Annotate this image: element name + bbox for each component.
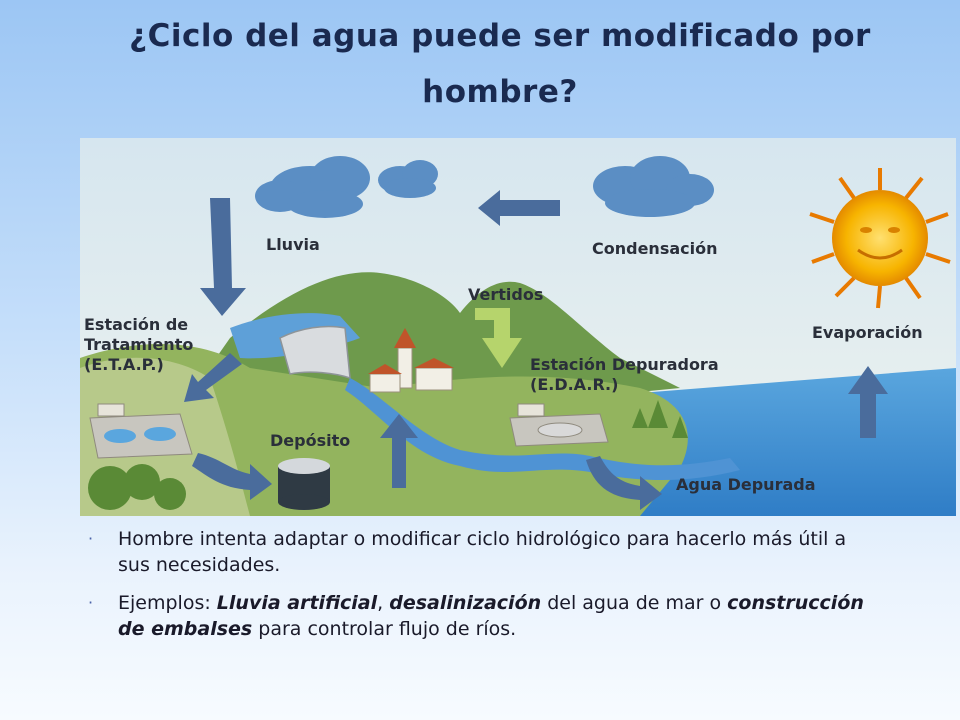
cloud-middle [378,160,438,198]
bullet-2-prefix: Ejemplos: [118,592,217,614]
label-deposito: Depósito [270,431,350,450]
flow-arrows [184,190,888,510]
dam [279,325,351,380]
label-agua-depurada: Agua Depurada [676,475,816,494]
evaporation-arrow [848,366,888,438]
discharge-arrow [475,308,522,368]
bullet-2-separator: , [377,592,390,614]
deposit-arrow [192,453,272,500]
bullet-marker: · [88,593,94,612]
water-cycle-diagram: Lluvia Condensación Vertidos Evaporación… [80,138,956,516]
bullet-1-text: Hombre intenta adaptar o modificar ciclo… [118,528,847,576]
sun-icon [809,168,951,309]
etap-arrow [184,353,242,402]
etap-plant [89,403,193,459]
label-evaporacion: Evaporación [812,323,923,342]
trees [88,400,688,510]
bullet-list: · Hombre intenta adaptar o modificar cic… [88,526,868,654]
condensation-arrow [478,190,560,226]
label-etap-line1: Estación de [84,315,188,334]
bullet-2-middle: del agua de mar o [541,592,728,614]
bullet-item-2: · Ejemplos: Lluvia artificial, desaliniz… [88,590,868,642]
bullet-marker: · [88,529,94,548]
bullet-item-1: · Hombre intenta adaptar o modificar cic… [88,526,868,578]
treated-water-arrow [586,456,662,510]
river [345,378,740,481]
label-vertidos: Vertidos [468,285,543,304]
term-lluvia-artificial: Lluvia artificial [216,592,378,614]
term-desalinizacion: desalinización [389,592,542,614]
rain-arrow [200,198,246,316]
label-etap-line2: Tratamiento [84,335,193,354]
supply-arrow [380,414,418,488]
term-construccion-embalses: construcción de embalses [118,592,864,640]
label-edar-line2: (E.D.A.R.) [530,375,618,394]
cloud-right [593,156,714,217]
village [368,328,454,393]
water-cycle-illustration: Lluvia Condensación Vertidos Evaporación… [80,138,956,516]
slide-title: ¿Ciclo del agua puede ser modificado por… [129,18,871,110]
label-etap-line3: (E.T.A.P.) [84,355,164,374]
edar-plant [509,403,609,447]
label-edar-line1: Estación Depuradora [530,355,719,374]
label-lluvia: Lluvia [266,235,320,254]
deposit-tank [278,458,330,510]
label-condensacion: Condensación [592,239,718,258]
cloud-left [255,156,370,218]
bullet-2-suffix: para controlar flujo de ríos. [252,618,517,640]
